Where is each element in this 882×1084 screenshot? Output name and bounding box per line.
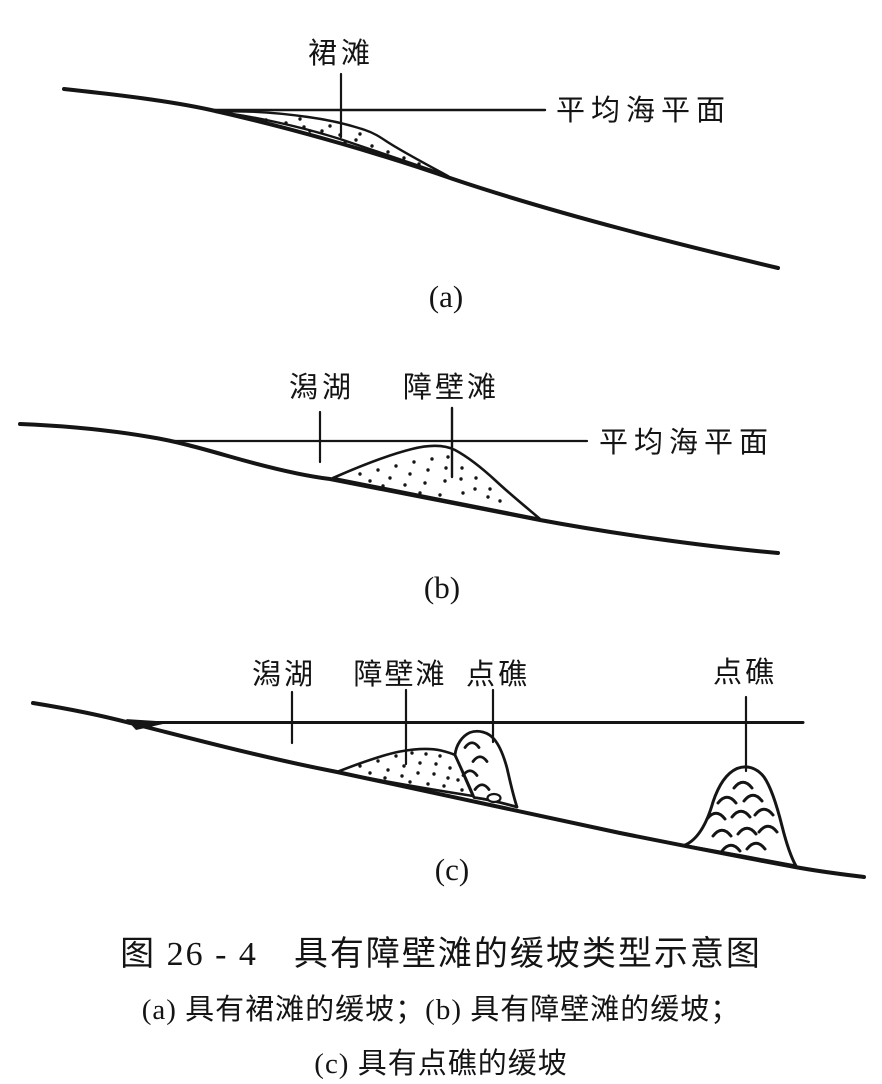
reef-arcs-1 [461,741,491,791]
panel-caption-a: (a) [429,279,463,314]
junction-wedge-c [126,719,172,730]
figure-subcaption-line2: (c) 具有点礁的缓坡 [314,1048,568,1080]
panel-a: 裙滩 平均海平面 (a) [62,37,780,314]
panel-caption-b: (b) [424,570,460,605]
beach-shape-c [335,747,475,798]
beach-dots-b [358,455,502,503]
reef-ellipse-1 [486,792,502,804]
lagoon-label-c: 潟湖 [252,658,316,691]
barrier-label-c: 障壁滩 [353,658,446,691]
sea-level-label-b: 平均海平面 [599,426,774,459]
beach-dots-c [358,751,464,792]
panel-c: 潟湖 障壁滩 点礁 点礁 (c) [31,656,866,887]
reef-label-2: 点礁 [713,656,777,689]
slope-line-a [62,87,780,270]
figure-title: 图 26 - 4 具有障壁滩的缓坡类型示意图 [120,936,762,973]
sea-level-label-a: 平均海平面 [556,94,731,127]
diagram-svg: 裙滩 平均海平面 (a) [18,37,866,887]
reef-label-1: 点礁 [466,658,530,691]
reef-shape-1 [453,729,519,809]
beach-shape-a [214,110,450,178]
lagoon-label-b: 潟湖 [289,371,355,404]
figure-subcaption-line1: (a) 具有裙滩的缓坡；(b) 具有障壁滩的缓坡； [141,994,741,1026]
panel-caption-c: (c) [435,852,469,887]
beach-shape-b [331,444,542,521]
beach-label-a: 裙滩 [308,37,374,70]
panel-b: 潟湖 障壁滩 平均海平面 (b) [18,371,780,605]
reef-arcs-2 [705,780,779,853]
barrier-label-b: 障壁滩 [403,371,499,404]
slope-line-b [18,422,780,555]
